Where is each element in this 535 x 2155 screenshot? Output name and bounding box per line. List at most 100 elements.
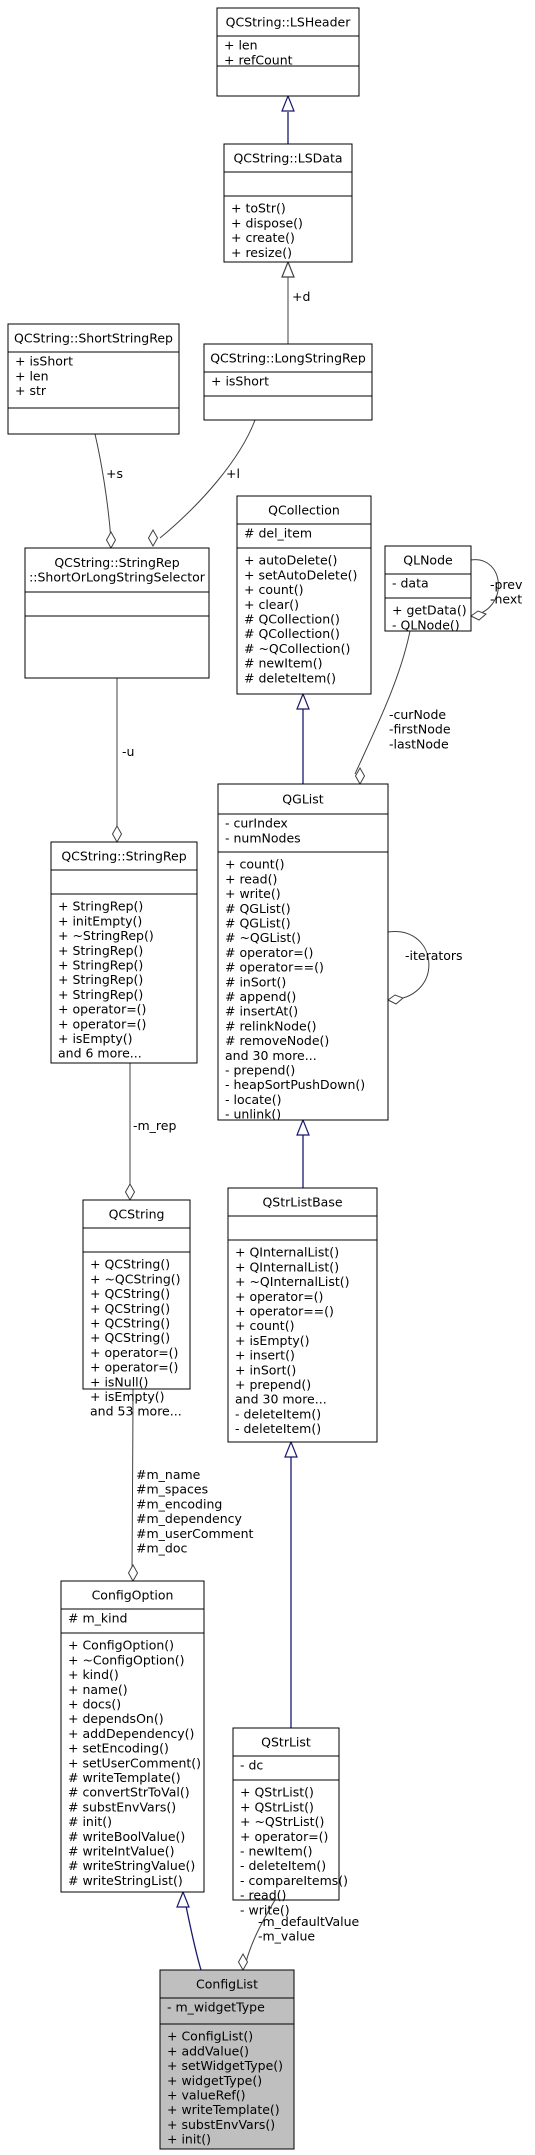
- inheritance-arrowhead: [284, 1440, 298, 1458]
- class-method: # operator=(): [225, 945, 313, 960]
- class-method: and 6 more...: [58, 1046, 142, 1061]
- aggregation-diamond: [470, 610, 487, 621]
- class-box-lsdata: QCString::LSData+ toStr()+ dispose()+ cr…: [223, 143, 353, 263]
- relation-qlnode-self: -prev-next: [470, 559, 523, 621]
- class-box-longstringrep: QCString::LongStringRep+ isShort: [203, 343, 373, 421]
- class-name: QCString::LongStringRep: [210, 350, 366, 365]
- relation-qglist-qlnode: -curNode-firstNode-lastNode: [354, 630, 451, 786]
- class-method: # relinkNode(): [225, 1018, 317, 1033]
- class-method: + operator=(): [58, 1016, 146, 1031]
- relation-qglist-qcollection: [296, 692, 310, 784]
- class-method: + read(): [225, 871, 277, 886]
- relation-longstringrep-lsdata: +d: [281, 260, 310, 344]
- edge-label: #m_doc: [136, 1541, 187, 1556]
- class-attribute: + refCount: [224, 52, 293, 67]
- class-method: # QCollection(): [244, 612, 340, 627]
- class-method: + count(): [235, 1318, 294, 1333]
- class-method: # writeIntValue(): [68, 1844, 174, 1859]
- class-attribute: + len: [224, 38, 258, 53]
- edge-line: [387, 931, 430, 1001]
- class-box-selector: QCString::StringRep::ShortOrLongStringSe…: [24, 547, 210, 679]
- class-box-frame: [216, 7, 360, 97]
- class-method: # append(): [225, 989, 296, 1004]
- aggregation-diamond: [105, 530, 117, 550]
- class-method: + prepend(): [235, 1377, 311, 1392]
- class-method: + StringRep(): [58, 987, 143, 1002]
- inheritance-arrowhead: [281, 260, 295, 278]
- class-box-qglist: QGList- curIndex- numNodes+ count()+ rea…: [217, 783, 389, 1122]
- class-method: + inSort(): [235, 1362, 296, 1377]
- class-method: - prepend(): [225, 1063, 295, 1078]
- edge-label: #m_encoding: [136, 1496, 222, 1511]
- class-box-qstrlist: QStrList- dc+ QStrList()+ QStrList()+ ~Q…: [232, 1727, 348, 1917]
- inheritance-arrowhead: [296, 1118, 310, 1136]
- class-method: + dispose(): [231, 215, 303, 230]
- class-method: # substEnvVars(): [68, 1799, 176, 1814]
- class-method: + count(): [225, 857, 284, 872]
- edge-label: -u: [122, 744, 134, 759]
- edge-line: [159, 419, 256, 539]
- class-method: + dependsOn(): [68, 1711, 164, 1726]
- edge-label: #m_spaces: [136, 1482, 208, 1497]
- class-name: QCString::ShortStringRep: [14, 330, 173, 345]
- class-method: + operator=(): [90, 1360, 178, 1375]
- class-method: # inSort(): [225, 974, 286, 989]
- edge-label: -iterators: [405, 948, 463, 963]
- class-method: + isEmpty(): [90, 1389, 165, 1404]
- class-box-configoption: ConfigOption# m_kind+ ConfigOption()+ ~C…: [60, 1580, 205, 1893]
- aggregation-diamond: [237, 1952, 249, 1972]
- edge-label: #m_userComment: [136, 1526, 254, 1541]
- class-method: - read(): [240, 1888, 286, 1903]
- class-name: QGList: [282, 791, 323, 806]
- class-method: + ConfigOption(): [68, 1638, 174, 1653]
- class-method: + QCString(): [90, 1257, 170, 1272]
- class-method: - heapSortPushDown(): [225, 1077, 365, 1092]
- class-method: + StringRep(): [58, 943, 143, 958]
- class-method: # operator==(): [225, 960, 324, 975]
- class-name: QLNode: [403, 552, 453, 567]
- class-box-qstrlistbase: QStrListBase+ QInternalList()+ QInternal…: [227, 1187, 378, 1443]
- relation-configlist-qstrlist: -m_defaultValue-m_value: [237, 1899, 360, 1972]
- edge-line: [354, 630, 411, 775]
- class-method: + getData(): [392, 603, 467, 618]
- class-method: + widgetType(): [167, 2073, 262, 2088]
- class-attribute: # del_item: [244, 526, 312, 541]
- class-method: + addDependency(): [68, 1726, 194, 1741]
- class-box-frame: [227, 1187, 378, 1443]
- class-method: # init(): [68, 1814, 112, 1829]
- class-method: # writeBoolValue(): [68, 1829, 185, 1844]
- class-method: + isEmpty(): [58, 1031, 133, 1046]
- class-box-frame: [82, 1199, 191, 1390]
- relation-configlist-configoption: [176, 1890, 202, 1971]
- class-method: # convertStrToVal(): [68, 1785, 190, 1800]
- class-method: - deleteItem(): [235, 1421, 321, 1436]
- class-method: + operator=(): [58, 1002, 146, 1017]
- class-method: + write(): [225, 886, 281, 901]
- class-method: # writeTemplate(): [68, 1770, 181, 1785]
- class-method: + operator=(): [240, 1829, 328, 1844]
- edge-label: -prev: [490, 577, 523, 592]
- edge-line: [94, 433, 112, 541]
- class-attribute: - data: [392, 576, 429, 591]
- edge-line: [131, 1388, 134, 1574]
- class-attribute: + len: [15, 368, 49, 383]
- class-box-frame: [384, 545, 472, 632]
- class-method: + isNull(): [90, 1374, 148, 1389]
- class-method: # newItem(): [244, 656, 323, 671]
- class-name: ConfigOption: [92, 1587, 174, 1602]
- class-attribute: + str: [15, 383, 47, 398]
- edge-label: -m_defaultValue: [258, 1914, 360, 1929]
- class-box-configlist: ConfigList- m_widgetType+ ConfigList()+ …: [159, 1969, 295, 2150]
- inheritance-arrowhead: [296, 692, 310, 710]
- class-attribute: + isShort: [15, 354, 73, 369]
- class-method: - locate(): [225, 1092, 281, 1107]
- class-method: + substEnvVars(): [167, 2117, 275, 2132]
- relation-lsdata-lsheader: [281, 94, 295, 144]
- edge-label: -m_value: [258, 1929, 315, 1944]
- class-method: + init(): [167, 2132, 211, 2147]
- relation-selector-longstringrep: +l: [147, 419, 256, 548]
- class-name: QCollection: [268, 502, 340, 517]
- class-method: + setEncoding(): [68, 1741, 169, 1756]
- class-method: # QGList(): [225, 901, 291, 916]
- inheritance-arrowhead: [176, 1890, 190, 1908]
